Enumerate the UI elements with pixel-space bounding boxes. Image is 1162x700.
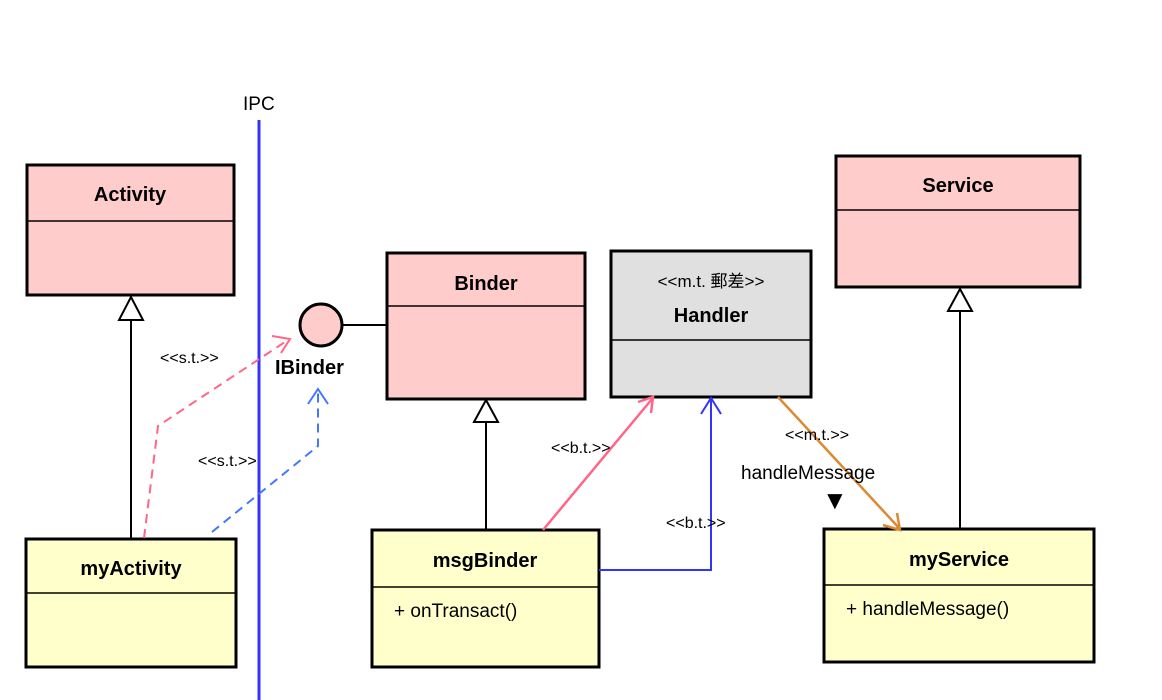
binder-class[interactable]: Binder	[385, 251, 587, 401]
dependency-st-pink: <<s.t.>>	[143, 335, 292, 539]
ibinder-interface[interactable]: IBinder	[275, 302, 387, 379]
my-activity-class[interactable]: myActivity	[24, 537, 238, 669]
handler-stereotype: <<m.t. 郵差>>	[658, 272, 765, 291]
generalization-myactivity-activity	[117, 294, 145, 539]
my-service-class-name: myService	[909, 549, 1009, 571]
st-label-upper: <<s.t.>>	[160, 350, 219, 367]
message-mt-orange: <<m.t.>> handleMessage ▼	[741, 396, 902, 532]
activity-class-name: Activity	[94, 184, 167, 206]
ibinder-label: IBinder	[275, 357, 344, 379]
ibinder-interface-circle	[298, 302, 344, 348]
dependency-bt-blue: <<b.t.>>	[599, 396, 726, 571]
handle-message-label: handleMessage	[741, 463, 875, 484]
msg-binder-class-name: msgBinder	[433, 550, 538, 572]
my-service-class[interactable]: myService + handleMessage()	[822, 527, 1096, 664]
generalization-msgbinder-binder	[472, 397, 500, 530]
mt-label: <<m.t.>>	[785, 427, 849, 444]
service-class[interactable]: Service	[834, 154, 1082, 289]
dependency-st-blue: <<s.t.>>	[198, 387, 329, 533]
dependency-bt-pink: <<b.t.>>	[542, 395, 655, 531]
msg-binder-method: + onTransact()	[394, 601, 517, 622]
msg-binder-class[interactable]: msgBinder + onTransact()	[370, 528, 601, 669]
service-class-name: Service	[922, 175, 993, 197]
binder-class-name: Binder	[454, 273, 518, 295]
direction-triangle-marker: ▼	[822, 485, 848, 515]
my-activity-class-name: myActivity	[80, 558, 182, 580]
ipc-boundary: IPC	[243, 94, 275, 700]
bt-label-lower: <<b.t.>>	[666, 515, 726, 532]
bt-label-upper: <<b.t.>>	[551, 440, 611, 457]
ipc-label: IPC	[243, 94, 275, 115]
activity-class[interactable]: Activity	[25, 163, 236, 297]
my-service-method: + handleMessage()	[846, 599, 1009, 620]
st-label-lower: <<s.t.>>	[198, 453, 257, 470]
generalization-myservice-service	[946, 286, 974, 529]
handler-class-name: Handler	[674, 305, 749, 327]
handler-class[interactable]: <<m.t. 郵差>> Handler	[609, 249, 813, 399]
